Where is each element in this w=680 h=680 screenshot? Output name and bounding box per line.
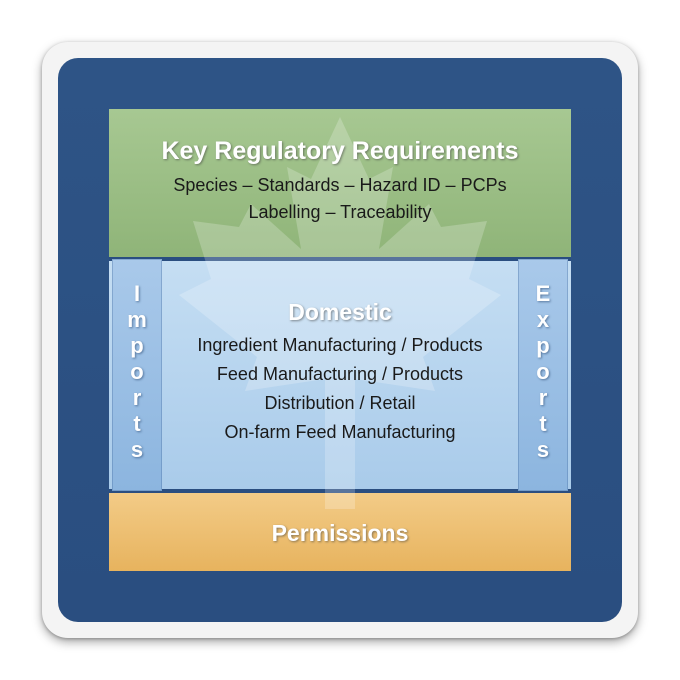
permissions-title: Permissions (109, 520, 571, 547)
requirements-title: Key Regulatory Requirements (109, 137, 571, 166)
requirements-line: Species – Standards – Hazard ID – PCPs (109, 175, 571, 196)
domestic-item: On-farm Feed Manufacturing (109, 422, 571, 443)
domestic-item: Ingredient Manufacturing / Products (109, 335, 571, 356)
domestic-title: Domestic (109, 299, 571, 326)
requirements-line: Labelling – Traceability (109, 202, 571, 223)
domestic-item: Distribution / Retail (109, 393, 571, 414)
domestic-item: Feed Manufacturing / Products (109, 364, 571, 385)
